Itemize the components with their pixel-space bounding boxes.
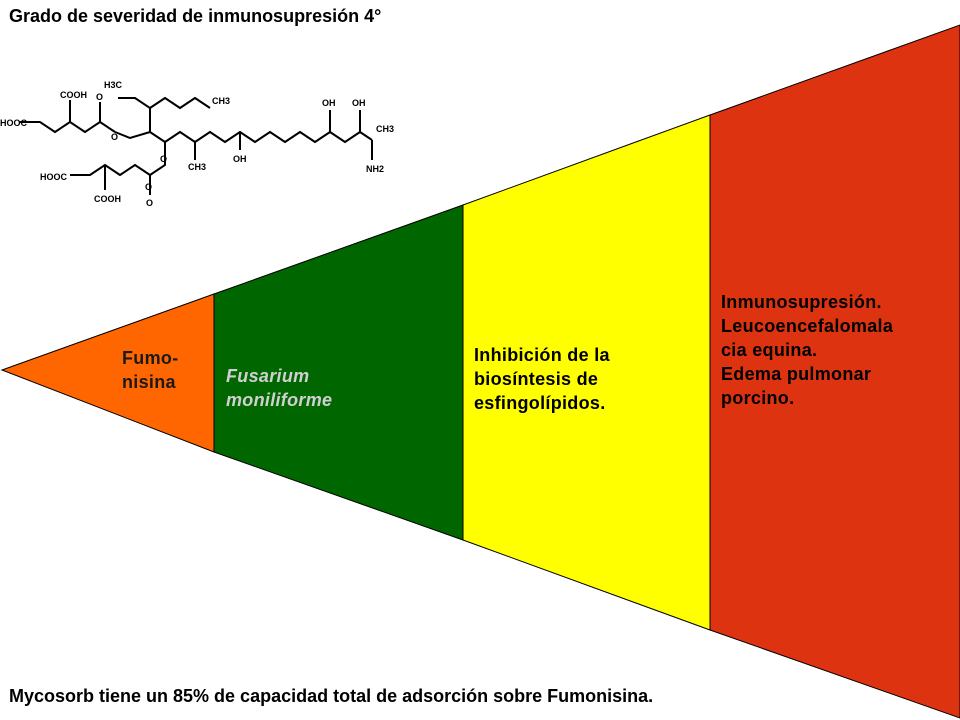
molecule-label: COOH [60, 90, 87, 100]
molecule-label: OH [233, 154, 247, 164]
stage-fusarium-label: Fusarium moniliforme [226, 366, 333, 410]
molecule-label: OH [352, 98, 366, 108]
molecule-label: HOOC [0, 118, 28, 128]
molecule-label: OH [322, 98, 336, 108]
stage-inmunosupresion-label: Inmunosupresión. Leucoencefalomala cia e… [721, 292, 894, 408]
molecule-label: CH3 [188, 162, 206, 172]
molecule-label: CH3 [212, 96, 230, 106]
footer-note: Mycosorb tiene un 85% de capacidad total… [9, 686, 654, 706]
molecule-label: NH2 [366, 164, 384, 174]
molecule-label: H3C [104, 80, 123, 90]
stage-inmunosupresion-segment [709, 24, 960, 719]
molecule-label: O [96, 92, 103, 102]
molecule-label: O [146, 198, 153, 208]
fumonisin-molecule-structure: H3C CH3 HOOC COOH O O O O CH3 OH OH OH C… [0, 80, 394, 208]
molecule-label: O [145, 182, 152, 192]
molecule-label: COOH [94, 194, 121, 204]
molecule-label: HOOC [40, 172, 68, 182]
stage-inhibicion-label: Inhibición de la biosíntesis de esfingol… [474, 345, 610, 413]
stage-fumonisina-segment [0, 293, 215, 453]
page-title: Grado de severidad de inmunosupresión 4° [9, 6, 382, 26]
molecule-label: CH3 [376, 124, 394, 134]
stage-fumonisina-label: Fumo- nisina [122, 348, 179, 392]
molecule-label: O [111, 132, 118, 142]
molecule-label: O [160, 154, 167, 164]
